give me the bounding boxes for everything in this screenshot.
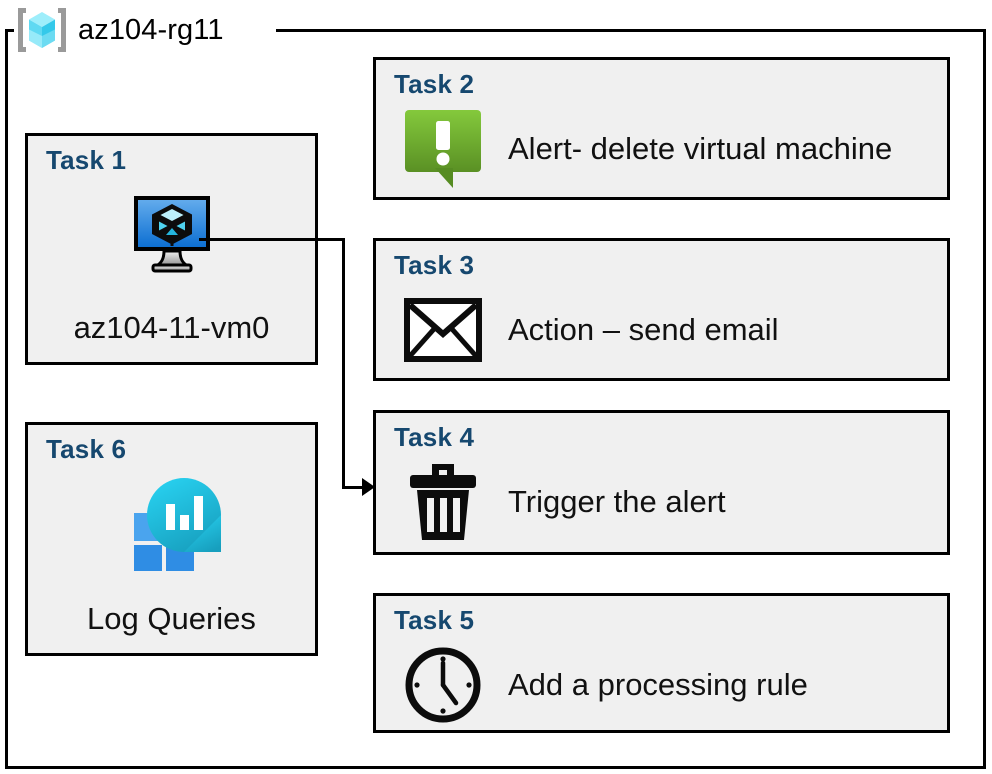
resource-group-border-top	[276, 29, 986, 32]
task-2-title: Task 2	[394, 69, 475, 99]
envelope-icon	[400, 287, 486, 373]
clock-icon	[400, 642, 486, 728]
connector-segment-horizontal-top	[199, 238, 345, 241]
virtual-machine-icon	[28, 190, 315, 280]
task-4-label: Trigger the alert	[508, 484, 726, 519]
task-1-label: az104-11-vm0	[73, 310, 270, 345]
trash-delete-icon	[400, 459, 486, 545]
task-5-label: Add a processing rule	[508, 667, 808, 702]
resource-group-header: az104-rg11	[14, 4, 232, 56]
resource-group-border-bottom	[5, 766, 986, 769]
card-task-6[interactable]: Task 6	[25, 422, 318, 656]
task-5-title: Task 5	[394, 605, 475, 635]
connector-segment-vertical	[342, 238, 345, 489]
card-task-4[interactable]: Task 4 Trigger the alert	[373, 410, 950, 555]
card-task-5[interactable]: Task 5 Add a processing rule	[373, 593, 950, 733]
task-4-title: Task 4	[394, 422, 475, 452]
task-2-label: Alert- delete virtual machine	[508, 131, 893, 166]
log-analytics-icon	[28, 478, 315, 571]
task-1-title: Task 1	[46, 145, 127, 175]
task-6-label: Log Queries	[87, 601, 256, 636]
card-task-3[interactable]: Task 3 Action – send email	[373, 238, 950, 381]
resource-group-border-right	[983, 29, 986, 769]
resource-group-border-left	[5, 29, 8, 769]
arrowhead-right-icon	[362, 478, 375, 496]
task-3-title: Task 3	[394, 250, 475, 280]
alert-exclamation-icon	[400, 106, 486, 192]
task-3-label: Action – send email	[508, 312, 779, 347]
resource-group-border-top-left-stub	[5, 29, 16, 32]
card-task-1[interactable]: Task 1	[25, 133, 318, 365]
resource-group-cube-icon	[14, 5, 70, 55]
resource-group-title: az104-rg11	[78, 13, 224, 46]
task-6-title: Task 6	[46, 434, 127, 464]
card-task-2[interactable]: Task 2 Alert- delete virtual machin	[373, 57, 950, 200]
connector-segment-horizontal-bottom	[342, 486, 368, 489]
